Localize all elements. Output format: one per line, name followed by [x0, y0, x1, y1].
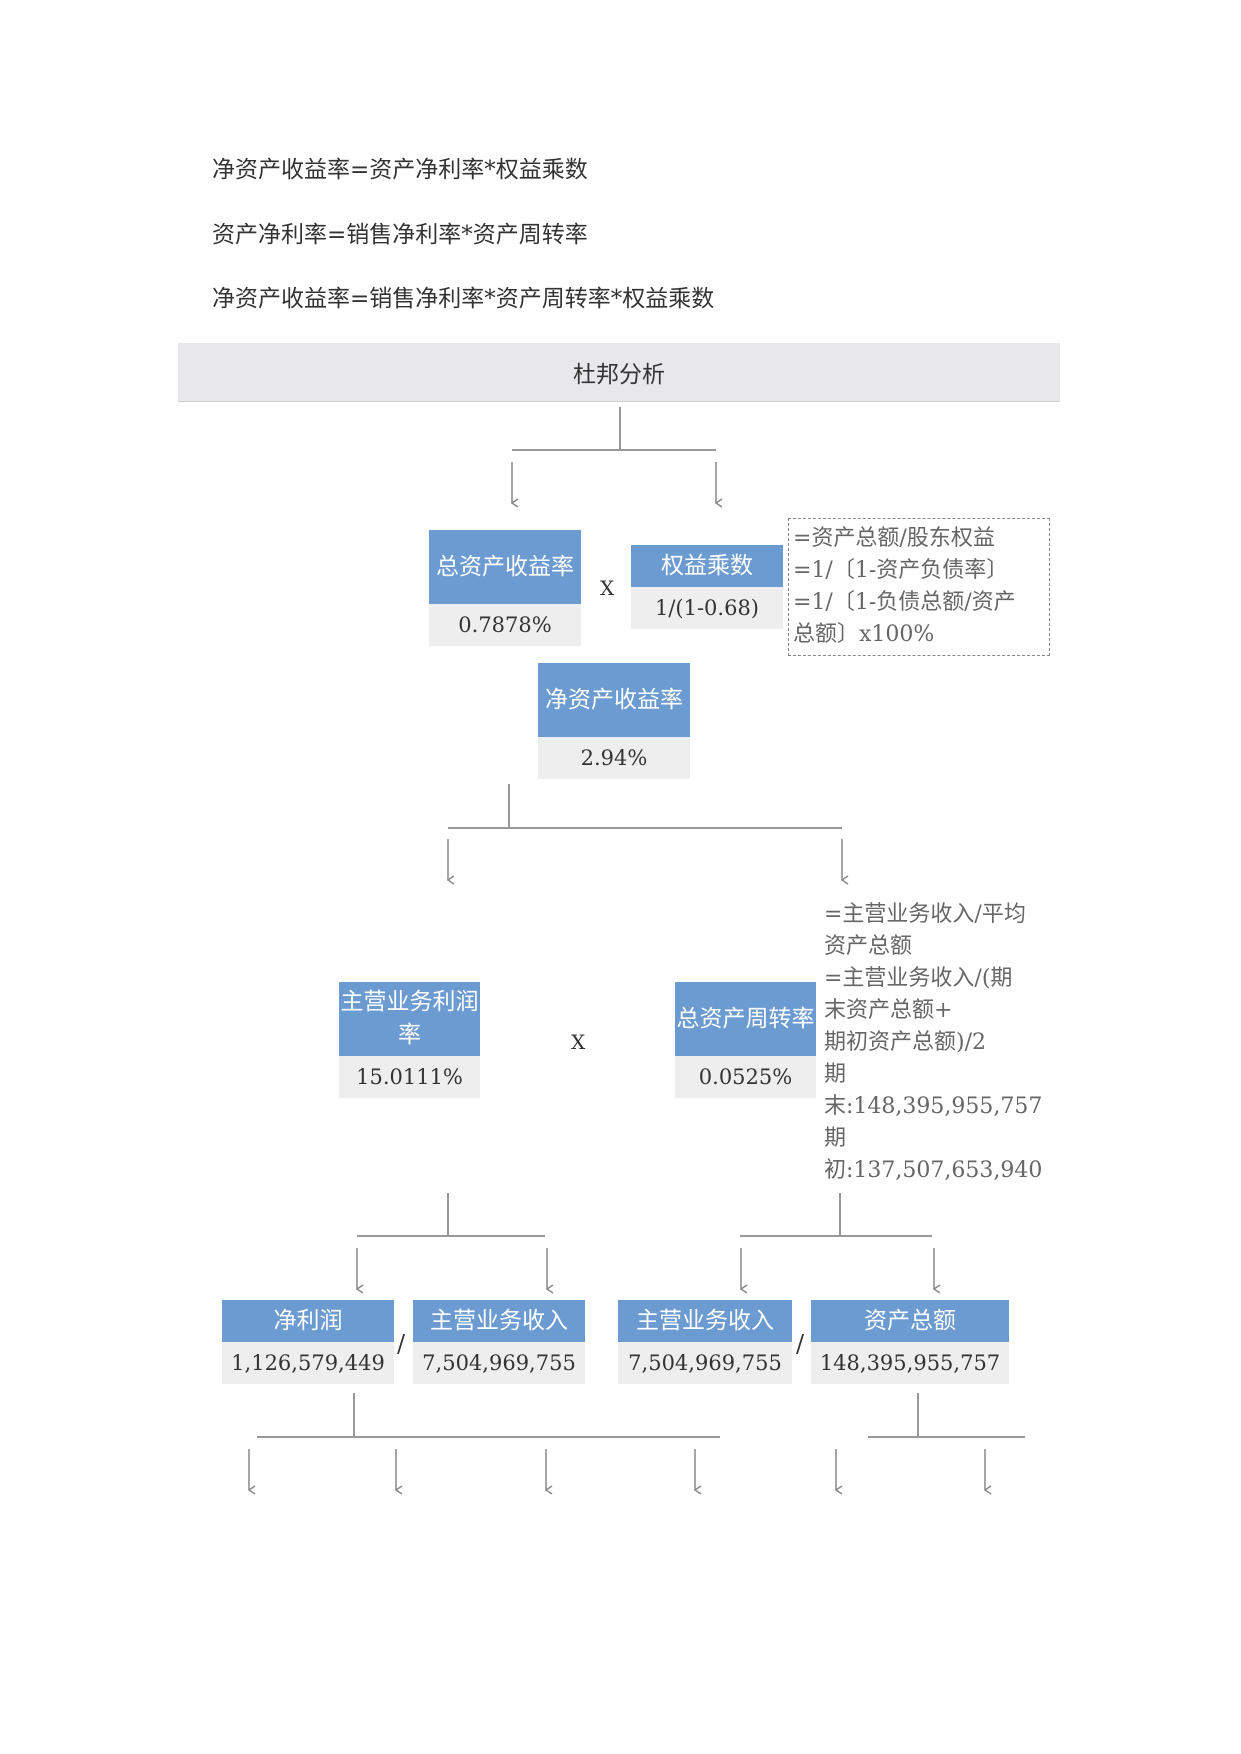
formula-3: 净资产收益率=销售净利率*资产周转率*权益乘数 [212, 286, 715, 312]
box-revenue-left: 主营业务收入 7,504,969,755 [413, 1300, 585, 1384]
box-equity-multiplier: 权益乘数 1/(1-0.68) [631, 545, 783, 629]
note-line: 末:148,395,955,757 [824, 1094, 1043, 1119]
divide-operator: / [397, 1330, 406, 1358]
box-value: 148,395,955,757 [811, 1342, 1009, 1384]
note-line: =主营业务收入/(期 [824, 966, 1013, 991]
box-value: 15.0111% [339, 1056, 480, 1098]
box-value: 0.7878% [429, 604, 581, 646]
box-net-profit: 净利润 1,126,579,449 [222, 1300, 394, 1384]
note-equity-multiplier: =资产总额/股东权益 =1/〔1-资产负债率〕 =1/〔1-负债总额/资产 总额… [788, 518, 1050, 656]
box-value: 2.94% [538, 737, 690, 779]
note-asset-turnover: =主营业务收入/平均 资产总额 =主营业务收入/(期 末资产总额+ 期初资产总额… [824, 899, 1064, 1187]
box-revenue-right: 主营业务收入 7,504,969,755 [618, 1300, 792, 1384]
box-title: 权益乘数 [631, 545, 783, 587]
box-value: 7,504,969,755 [413, 1342, 585, 1384]
note-line: 期 [824, 1126, 847, 1151]
box-profit-margin: 主营业务利润率 15.0111% [339, 982, 480, 1098]
formula-2: 资产净利率=销售净利率*资产周转率 [212, 222, 588, 248]
note-line: =1/〔1-负债总额/资产 [793, 590, 1016, 615]
box-title: 净利润 [222, 1300, 394, 1342]
note-line: 初:137,507,653,940 [824, 1158, 1043, 1183]
box-value: 1/(1-0.68) [631, 587, 783, 629]
note-line: 期初资产总额)/2 [824, 1030, 986, 1055]
box-total-assets: 资产总额 148,395,955,757 [811, 1300, 1009, 1384]
diagram-banner: 杜邦分析 [178, 343, 1060, 402]
divide-operator: / [796, 1330, 805, 1358]
note-line: 总额〕x100% [793, 622, 935, 647]
box-value: 7,504,969,755 [618, 1342, 792, 1384]
note-line: =主营业务收入/平均 [824, 902, 1026, 927]
box-value: 0.0525% [675, 1056, 816, 1098]
note-line: =资产总额/股东权益 [793, 526, 995, 551]
box-title: 主营业务收入 [413, 1300, 585, 1342]
note-line: =1/〔1-资产负债率〕 [793, 558, 1009, 583]
note-line: 期 [824, 1062, 847, 1087]
multiply-operator: X [571, 1030, 586, 1054]
box-title: 总资产收益率 [429, 530, 581, 604]
box-asset-turnover: 总资产周转率 0.0525% [675, 982, 816, 1098]
box-value: 1,126,579,449 [222, 1342, 394, 1384]
box-title: 主营业务收入 [618, 1300, 792, 1342]
note-line: 资产总额 [824, 934, 913, 959]
box-title: 净资产收益率 [538, 663, 690, 737]
box-total-asset-return: 总资产收益率 0.7878% [429, 530, 581, 646]
formula-1: 净资产收益率=资产净利率*权益乘数 [212, 157, 588, 183]
multiply-operator: X [600, 576, 615, 600]
box-title: 总资产周转率 [675, 982, 816, 1056]
box-title: 主营业务利润率 [339, 982, 480, 1056]
note-line: 末资产总额+ [824, 998, 953, 1023]
box-roe: 净资产收益率 2.94% [538, 663, 690, 779]
box-title: 资产总额 [811, 1300, 1009, 1342]
